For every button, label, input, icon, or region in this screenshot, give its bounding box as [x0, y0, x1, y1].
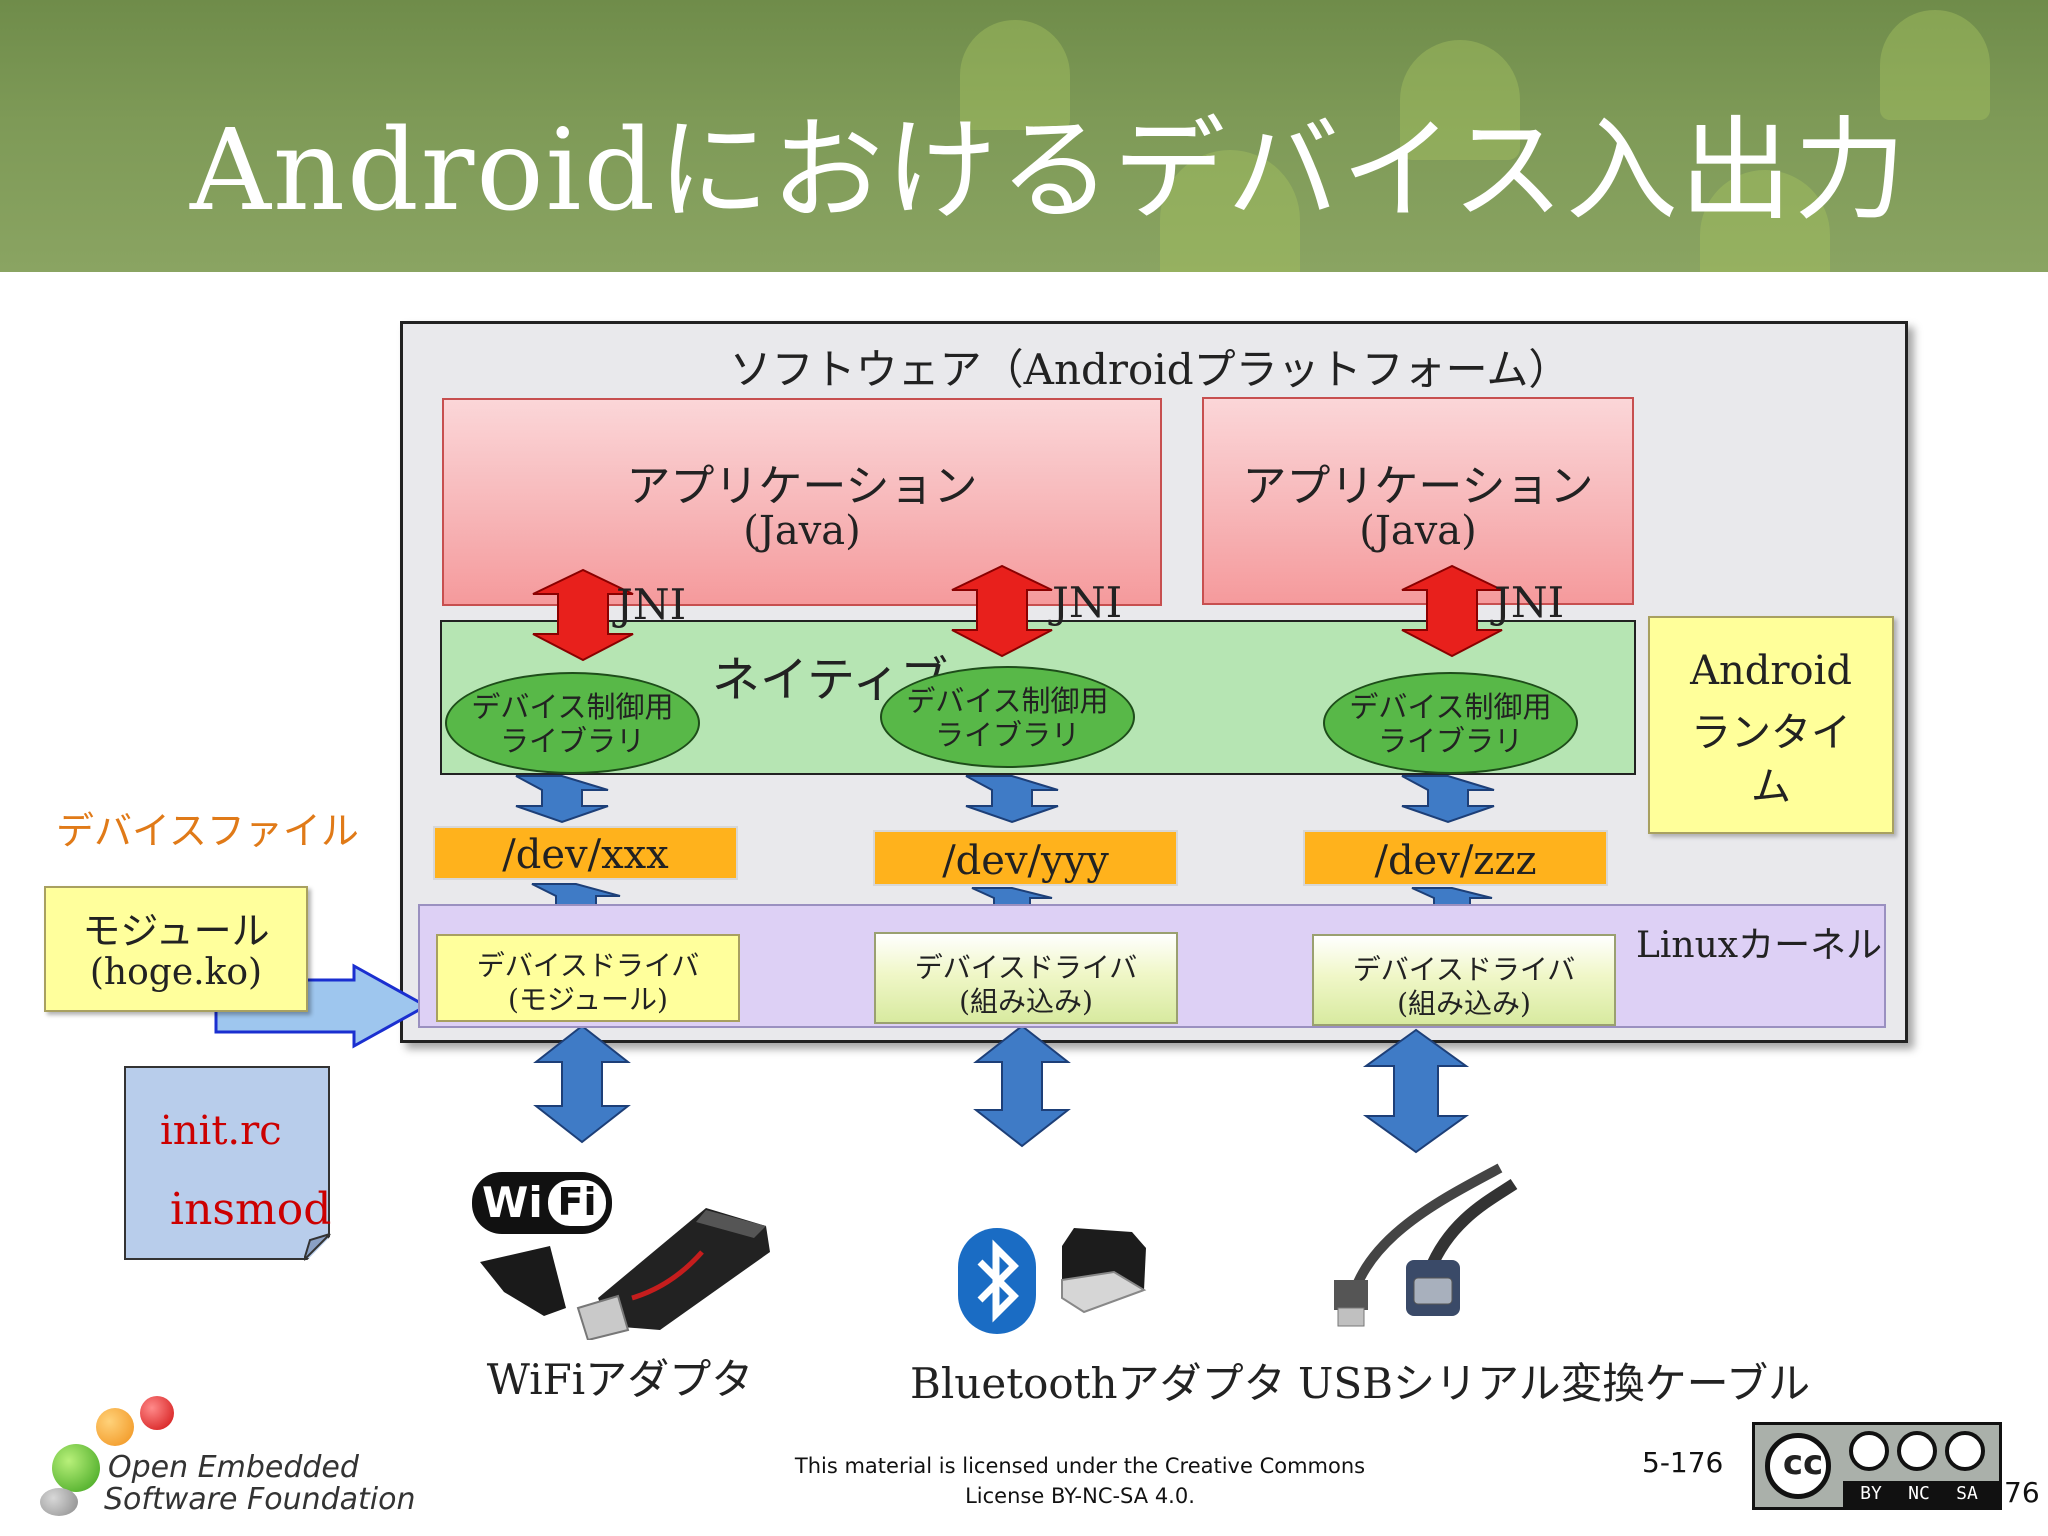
- software-label: ソフトウェア（Androidプラットフォーム）: [729, 345, 1571, 394]
- android-runtime-box: [1648, 616, 1894, 834]
- init-rc-label: init.rc: [160, 1108, 282, 1154]
- driver-sub-label: (モジュール): [508, 983, 668, 1016]
- dev-file-xxx: [433, 826, 738, 880]
- android-robot-decoration: [1160, 150, 1300, 272]
- jni-label: JNI: [1052, 578, 1123, 627]
- jni-arrow-3: [1401, 564, 1503, 658]
- dev-file-yyy: [873, 830, 1178, 886]
- wifi-adapter-label: WiFiアダプタ: [486, 1355, 754, 1404]
- application-label: アプリケーション: [626, 461, 978, 512]
- license-text-line1: This material is licensed under the Crea…: [794, 1454, 1366, 1478]
- device-driver-builtin-2: [1312, 934, 1616, 1026]
- dev-file-label: /dev/zzz: [1374, 838, 1537, 884]
- oesf-logo: [36, 1390, 396, 1522]
- cc-sa-label: SA: [1956, 1483, 1978, 1504]
- jni-arrow-2: [951, 564, 1053, 658]
- device-driver-builtin-1: [874, 932, 1178, 1024]
- io-arrow: [1401, 775, 1495, 824]
- dev-file-zzz: [1303, 830, 1608, 886]
- slide-number: 5-176: [1642, 1446, 1724, 1479]
- application-sub-label: (Java): [1359, 508, 1477, 554]
- io-arrow: [515, 775, 609, 824]
- page-number: 76: [2004, 1476, 2040, 1509]
- application-box-2: [1202, 397, 1634, 605]
- usb-serial-cable-label: USBシリアル変換ケーブル: [1298, 1359, 1811, 1408]
- application-sub-label: (Java): [743, 508, 861, 554]
- library-label: デバイス制御用: [1349, 690, 1552, 724]
- library-label: ライブラリ: [1377, 724, 1523, 758]
- insmod-label: insmod: [170, 1184, 332, 1235]
- library-label: デバイス制御用: [471, 690, 674, 724]
- jni-label: JNI: [616, 580, 687, 629]
- dev-file-label: /dev/xxx: [502, 832, 669, 878]
- runtime-label: Android: [1690, 648, 1852, 694]
- module-sub-label: (hoge.ko): [89, 952, 263, 993]
- android-robot-decoration: [960, 20, 1070, 130]
- driver-sub-label: (組み込み): [1397, 987, 1531, 1020]
- jni-label: JNI: [1494, 578, 1565, 627]
- android-robot-decoration: [1700, 170, 1830, 272]
- io-arrow: [1362, 1028, 1470, 1154]
- wifi-logo-inner: [548, 1180, 606, 1226]
- library-label: ライブラリ: [499, 724, 645, 758]
- init-rc-note: [124, 1066, 330, 1260]
- cc-license-badge: cc BY NC SA: [1752, 1422, 2002, 1510]
- library-label: ライブラリ: [934, 718, 1080, 752]
- oesf-name-line2: Software Foundation: [104, 1482, 416, 1517]
- device-control-library-1: [445, 672, 700, 774]
- dev-file-label: /dev/yyy: [942, 838, 1109, 884]
- cc-by-label: BY: [1860, 1483, 1882, 1504]
- wifi-logo-text: Fi: [557, 1180, 597, 1224]
- cc-nc-label: NC: [1908, 1483, 1930, 1504]
- note-fold-corner: [304, 1233, 331, 1261]
- license-text-line2: License BY-NC-SA 4.0.: [965, 1484, 1195, 1508]
- runtime-label: ランタイ: [1691, 710, 1851, 756]
- bluetooth-dongle-image: [1061, 1228, 1147, 1314]
- bluetooth-rune: [977, 1239, 1019, 1323]
- library-label: デバイス制御用: [906, 684, 1109, 718]
- device-file-label: デバイスファイル: [56, 809, 359, 853]
- module-label: モジュール: [82, 909, 270, 953]
- android-robot-decoration: [1880, 10, 1990, 120]
- cc-logo-text: cc: [1782, 1443, 1824, 1483]
- io-arrow: [973, 1024, 1071, 1148]
- runtime-label: ム: [1751, 764, 1791, 810]
- oesf-logo-dot-gray: [40, 1488, 78, 1516]
- oesf-logo-dot-green: [52, 1444, 100, 1492]
- bluetooth-icon: [958, 1228, 1036, 1334]
- kernel-label: Linuxカーネル: [1636, 925, 1883, 966]
- application-box-1: [442, 398, 1162, 606]
- wifi-adapter-image: [480, 1208, 770, 1340]
- oesf-name-line1: Open Embedded: [108, 1450, 359, 1485]
- device-control-library-2: [880, 666, 1135, 768]
- bluetooth-adapter-label: Bluetoothアダプタ: [910, 1359, 1286, 1408]
- wifi-logo-text: Wi: [482, 1178, 543, 1227]
- sa-icon: [1945, 1431, 1985, 1471]
- driver-sub-label: (組み込み): [959, 985, 1093, 1018]
- page-title: Androidにおけるデバイス入出力: [190, 106, 1908, 236]
- device-control-library-3: [1323, 672, 1578, 774]
- io-arrow: [965, 775, 1059, 824]
- driver-label: デバイスドライバ: [914, 951, 1138, 984]
- usb-serial-cable-image: [1334, 1163, 1518, 1327]
- device-driver-module: [436, 934, 740, 1022]
- android-robot-decoration: [1400, 40, 1520, 160]
- by-icon: [1849, 1431, 1889, 1471]
- oesf-logo-dot-orange: [96, 1408, 134, 1446]
- oesf-logo-dot-red: [140, 1396, 174, 1430]
- cc-logo-circle: [1765, 1433, 1831, 1499]
- header-banner: [0, 0, 2048, 272]
- nc-icon: [1897, 1431, 1937, 1471]
- driver-label: デバイスドライバ: [476, 949, 700, 982]
- io-arrow: [533, 1024, 631, 1144]
- cc-terms-strip: [1843, 1481, 2001, 1507]
- driver-label: デバイスドライバ: [1352, 953, 1576, 986]
- application-label: アプリケーション: [1242, 461, 1594, 512]
- module-box: [44, 886, 308, 1012]
- jni-arrow-1: [532, 568, 634, 662]
